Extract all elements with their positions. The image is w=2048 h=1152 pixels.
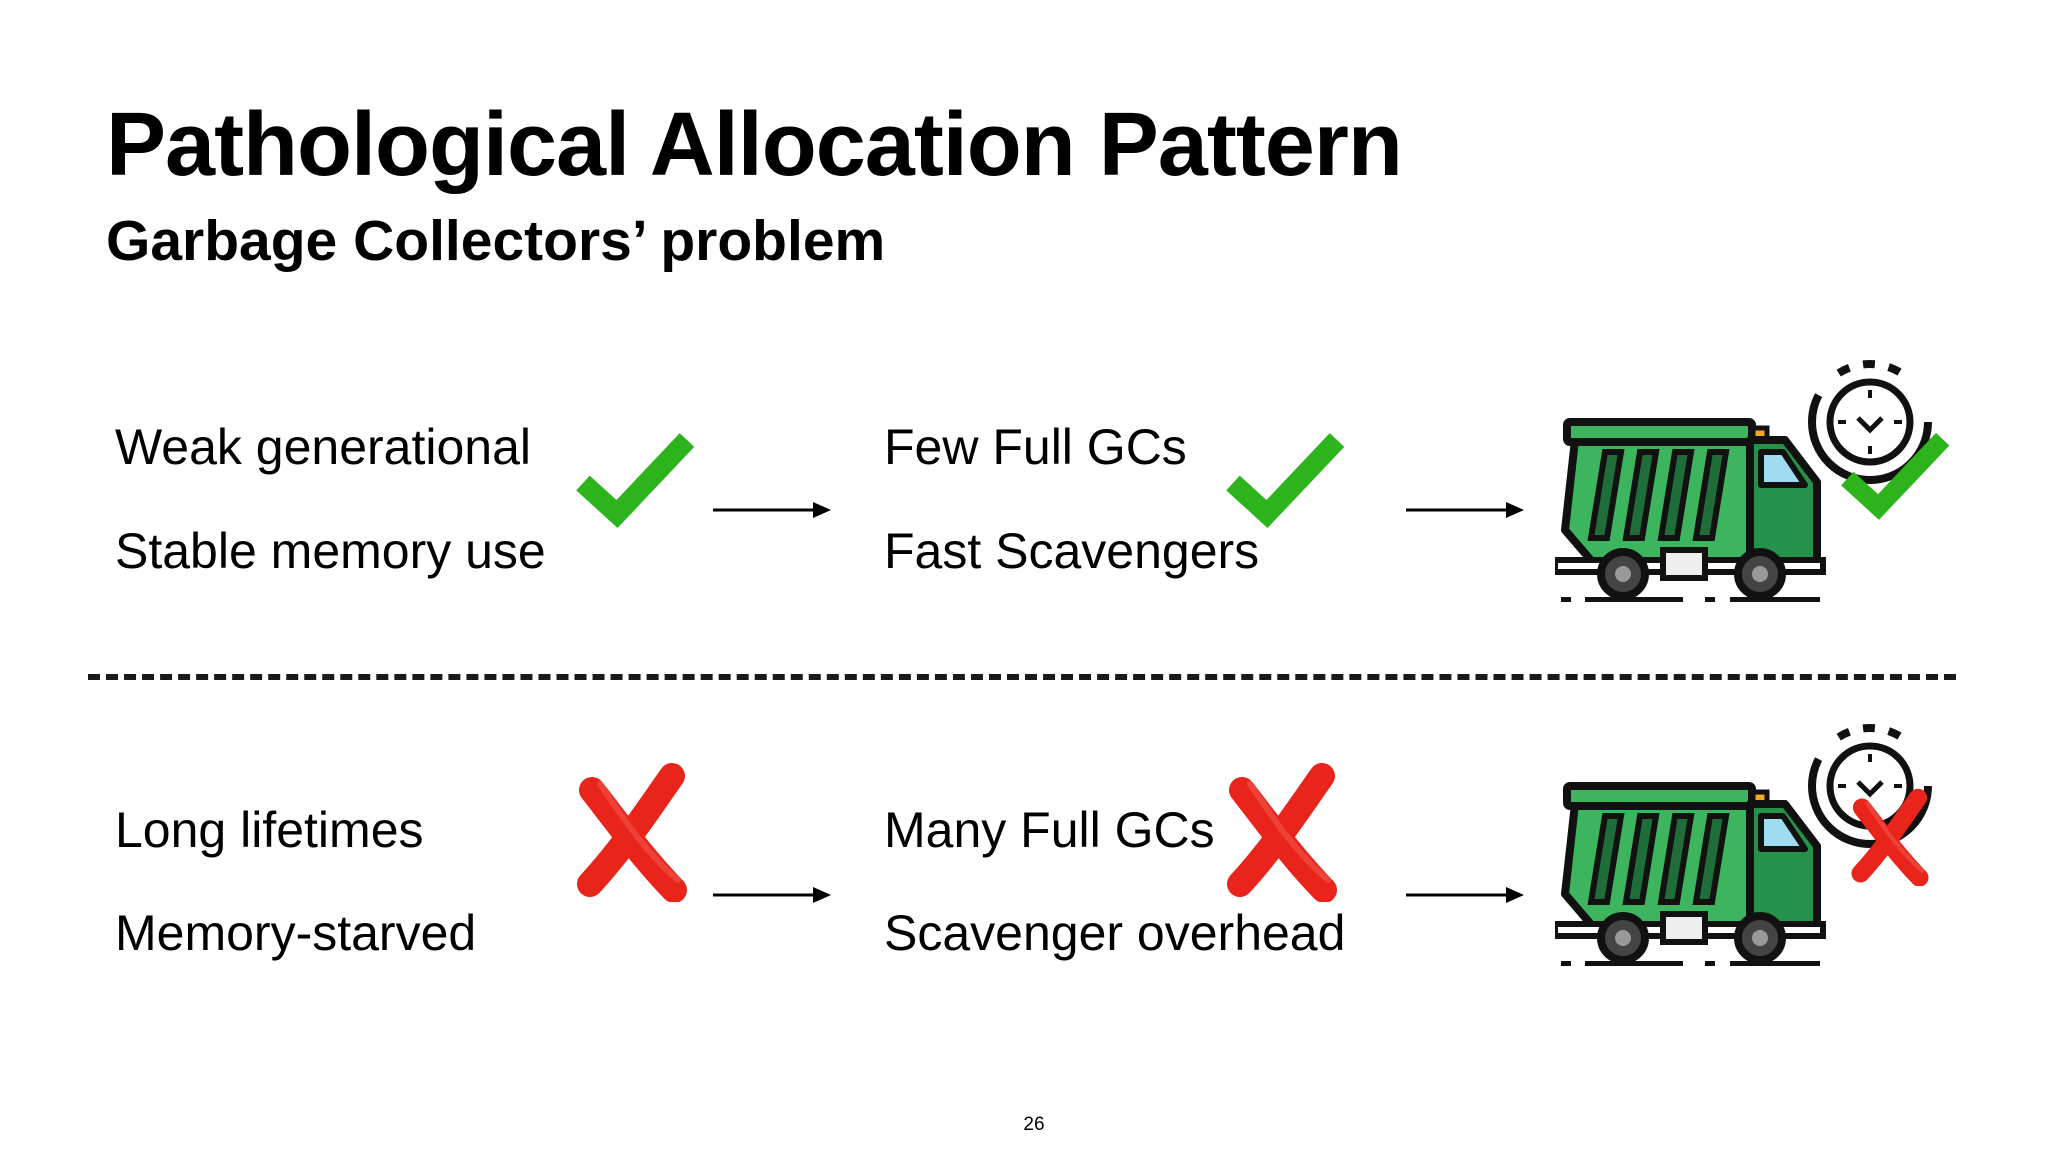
- dashed-divider: [88, 674, 1956, 680]
- slide-subtitle: Garbage Collectors’ problem: [106, 209, 886, 273]
- check-icon: [1840, 428, 1950, 520]
- good-cause-2: Stable memory use: [115, 523, 546, 579]
- bad-cause-2: Memory-starved: [115, 905, 477, 961]
- check-icon: [575, 428, 695, 528]
- bad-effect-2: Scavenger overhead: [884, 905, 1346, 961]
- cross-icon: [1848, 788, 1932, 886]
- cross-icon: [1222, 762, 1342, 902]
- arrow-right-icon: [1405, 883, 1527, 907]
- arrow-right-icon: [1405, 498, 1527, 522]
- page-number: 26: [1023, 1114, 1045, 1135]
- bad-cause-1: Long lifetimes: [115, 802, 424, 858]
- good-effect-2: Fast Scavengers: [884, 523, 1260, 579]
- bad-effect-1: Many Full GCs: [884, 802, 1215, 858]
- slide-title: Pathological Allocation Pattern: [106, 95, 1403, 195]
- cross-icon: [572, 762, 692, 902]
- check-icon: [1225, 428, 1345, 528]
- good-effect-1: Few Full GCs: [884, 419, 1187, 475]
- arrow-right-icon: [712, 498, 834, 522]
- arrow-right-icon: [712, 883, 834, 907]
- good-cause-1: Weak generational: [115, 419, 532, 475]
